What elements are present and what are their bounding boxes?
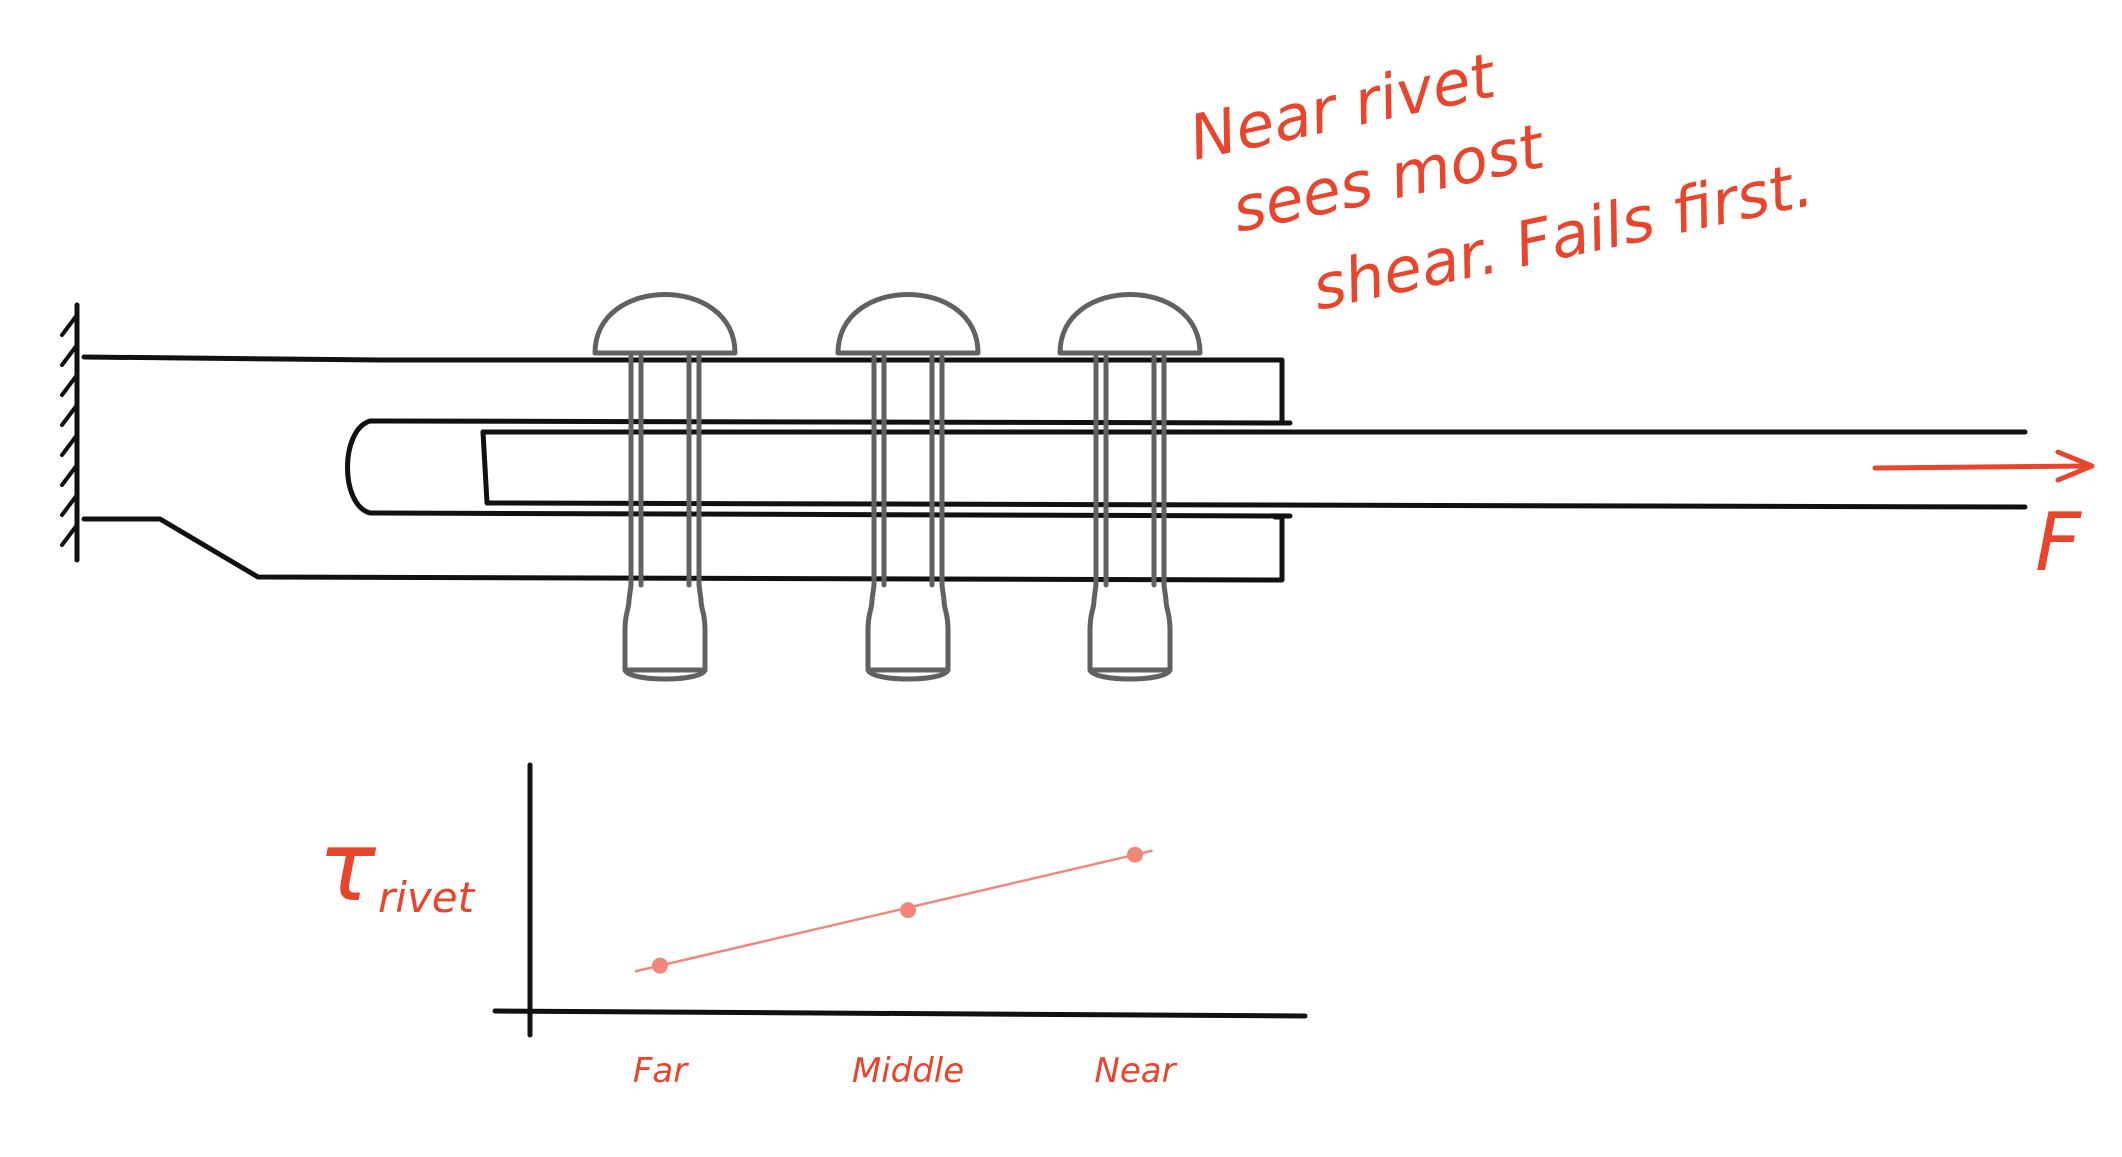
rivet-shank-inner <box>881 354 935 588</box>
rivet-shank-inner <box>638 354 692 588</box>
data-point-middle <box>900 902 916 919</box>
rivet-middle <box>835 292 981 682</box>
rivet-head <box>1057 292 1203 356</box>
rivet-head <box>592 292 738 356</box>
rivet-head <box>835 292 981 356</box>
rivet-shank <box>865 354 951 673</box>
x-tick-label-far: Far <box>633 1051 689 1091</box>
force-label: F <box>2035 496 2082 589</box>
x-tick-label-near: Near <box>1094 1051 1177 1091</box>
chart-marks: Far Middle Near <box>633 846 1178 1091</box>
chart-ylabel-symbol: τ <box>318 811 377 923</box>
rivet-shank <box>622 354 708 673</box>
force-arrow <box>1872 449 2095 483</box>
data-point-near <box>1127 846 1143 863</box>
shear-chart: τ rivet Far Middle Near <box>318 762 1308 1091</box>
rivet-tail <box>865 667 951 682</box>
annotation-note: Near rivet sees most shear. Fails first. <box>1183 38 1819 324</box>
chart-x-axis <box>492 1008 1308 1019</box>
series-line <box>634 849 1153 973</box>
rivet-near <box>1057 292 1203 682</box>
wall-support <box>60 302 80 563</box>
rivet-shank <box>1087 354 1173 673</box>
rivets <box>592 292 1203 682</box>
data-point-far <box>652 957 668 974</box>
rivet-tail <box>622 667 708 682</box>
clevis-bracket <box>81 354 1293 583</box>
chart-ylabel-sub: rivet <box>378 873 476 922</box>
rivet-tail <box>1087 667 1173 682</box>
wall-hatching <box>60 313 79 547</box>
tension-bar <box>480 429 2028 510</box>
rivet-far <box>592 292 738 682</box>
rivet-shank-inner <box>1103 354 1157 588</box>
x-tick-label-middle: Middle <box>852 1051 964 1091</box>
